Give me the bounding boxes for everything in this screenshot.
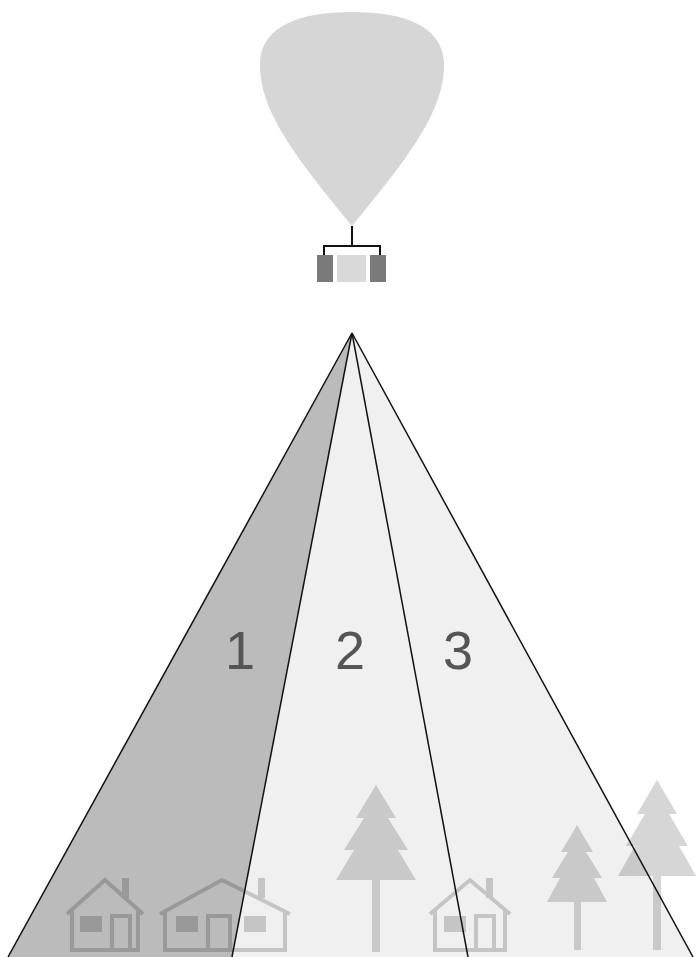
callout-number: 3 bbox=[443, 623, 473, 677]
callout-number: 2 bbox=[335, 623, 365, 677]
view-sectors bbox=[8, 333, 693, 957]
balloon bbox=[260, 12, 444, 282]
callout-number: 1 bbox=[225, 623, 255, 677]
